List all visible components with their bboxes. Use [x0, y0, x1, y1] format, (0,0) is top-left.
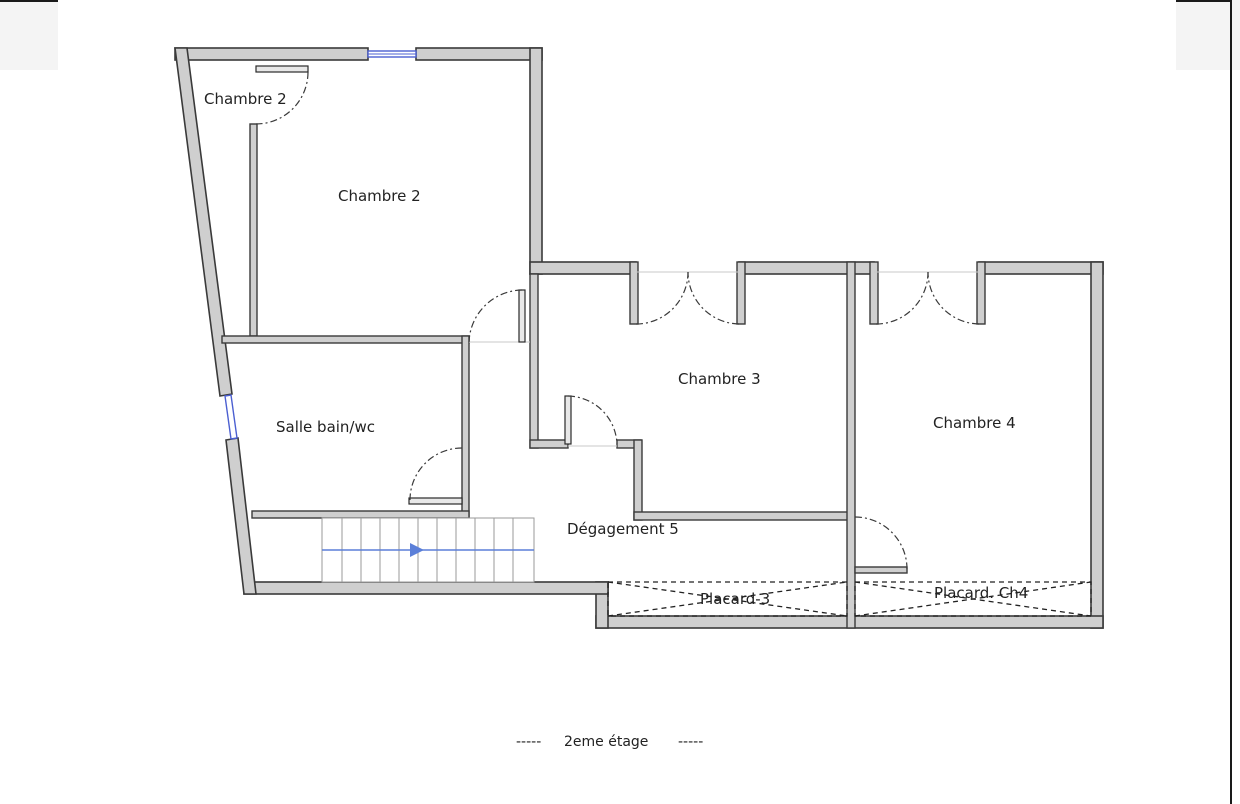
wall-top-left	[174, 47, 369, 61]
door-chambre2-swing	[468, 289, 523, 343]
outer-walls	[174, 47, 1104, 629]
label-degagement: Dégagement 5	[567, 520, 679, 538]
door-chambre3-top-right-swing	[687, 271, 740, 325]
wall-salle-bain-bottom	[251, 510, 470, 519]
placard3-outline	[607, 581, 848, 617]
caption-title: 2eme étage	[564, 734, 648, 750]
wall-chambre3-left	[529, 273, 539, 449]
door-chambre3-swing	[567, 395, 618, 445]
label-chambre3: Chambre 3	[678, 370, 761, 388]
wall-salle-bain-right	[461, 335, 470, 519]
label-chambre2: Chambre 2	[338, 187, 421, 205]
staircase	[321, 517, 535, 583]
sheet-corner-top-left	[0, 0, 58, 70]
placards	[607, 581, 1092, 617]
door-chambre2-corner-swing	[255, 71, 309, 125]
label-chambre4: Chambre 4	[933, 414, 1016, 432]
opening-lines	[469, 271, 979, 447]
door-salle-bain-swing	[409, 447, 463, 501]
wall-top-right	[415, 47, 543, 61]
wall-chambre3-lower-left	[633, 439, 643, 521]
door-chambre2-corner-leaf	[255, 65, 309, 73]
wall-chambre3-chambre4	[846, 261, 856, 629]
sheet-corner-top-right	[1176, 0, 1240, 70]
door-salle-bain-leaf	[408, 497, 463, 505]
wall-chambre4-door-stub	[854, 566, 908, 574]
caption-dashes-right: -----	[678, 734, 703, 750]
door-chambre2-leaf	[518, 289, 526, 343]
wall-chambre4-stub-right	[976, 261, 986, 325]
door-chambre4-top-right-swing	[927, 271, 980, 325]
wall-bottom-left	[243, 581, 609, 595]
wall-chambre2-right	[529, 47, 543, 275]
frame-line-top-right	[1176, 0, 1232, 2]
windows	[224, 50, 417, 440]
wall-chambre3-bottom	[633, 511, 855, 521]
label-chambre2-corner: Chambre 2	[204, 90, 287, 108]
label-salle-bain: Salle bain/wc	[276, 418, 375, 436]
window-left	[224, 394, 238, 440]
caption-dashes-left: -----	[516, 734, 541, 750]
placard-ch4-outline	[854, 581, 1092, 617]
frame-line-right	[1230, 0, 1232, 804]
doors	[255, 65, 980, 570]
wall-chambre2-partition	[249, 123, 258, 337]
wall-left-upper	[174, 47, 233, 397]
wall-chambre3-jamb-left	[529, 439, 569, 449]
wall-chambre3-stub-left	[629, 261, 639, 325]
wall-chambre4-stub-left	[869, 261, 879, 325]
wall-outer-right	[1090, 261, 1104, 629]
label-placard-ch4: Placard. Ch4	[934, 584, 1028, 602]
interior-walls	[221, 123, 986, 629]
door-chambre3-top-left-swing	[635, 271, 689, 325]
frame-line-top-left	[0, 0, 58, 2]
door-chambre3-leaf	[564, 395, 572, 445]
placard3-diagonal	[607, 581, 848, 617]
wall-chambre4-top-right	[978, 261, 1104, 275]
wall-chambre3-stub-right	[736, 261, 746, 325]
room-labels: Chambre 2 Chambre 2 Chambre 3 Chambre 4 …	[204, 90, 1028, 608]
door-chambre4-top-left-swing	[875, 271, 929, 325]
door-chambre4-swing	[854, 516, 908, 570]
wall-chambre3-top-left	[529, 261, 637, 275]
plan-caption: ----- 2eme étage -----	[516, 734, 703, 750]
stair-direction-arrow-icon	[410, 543, 424, 557]
placard-ch4-diagonal	[854, 581, 1092, 617]
label-placard3: Placard-3	[700, 590, 770, 608]
wall-chambre2-salle-bain	[221, 335, 470, 344]
